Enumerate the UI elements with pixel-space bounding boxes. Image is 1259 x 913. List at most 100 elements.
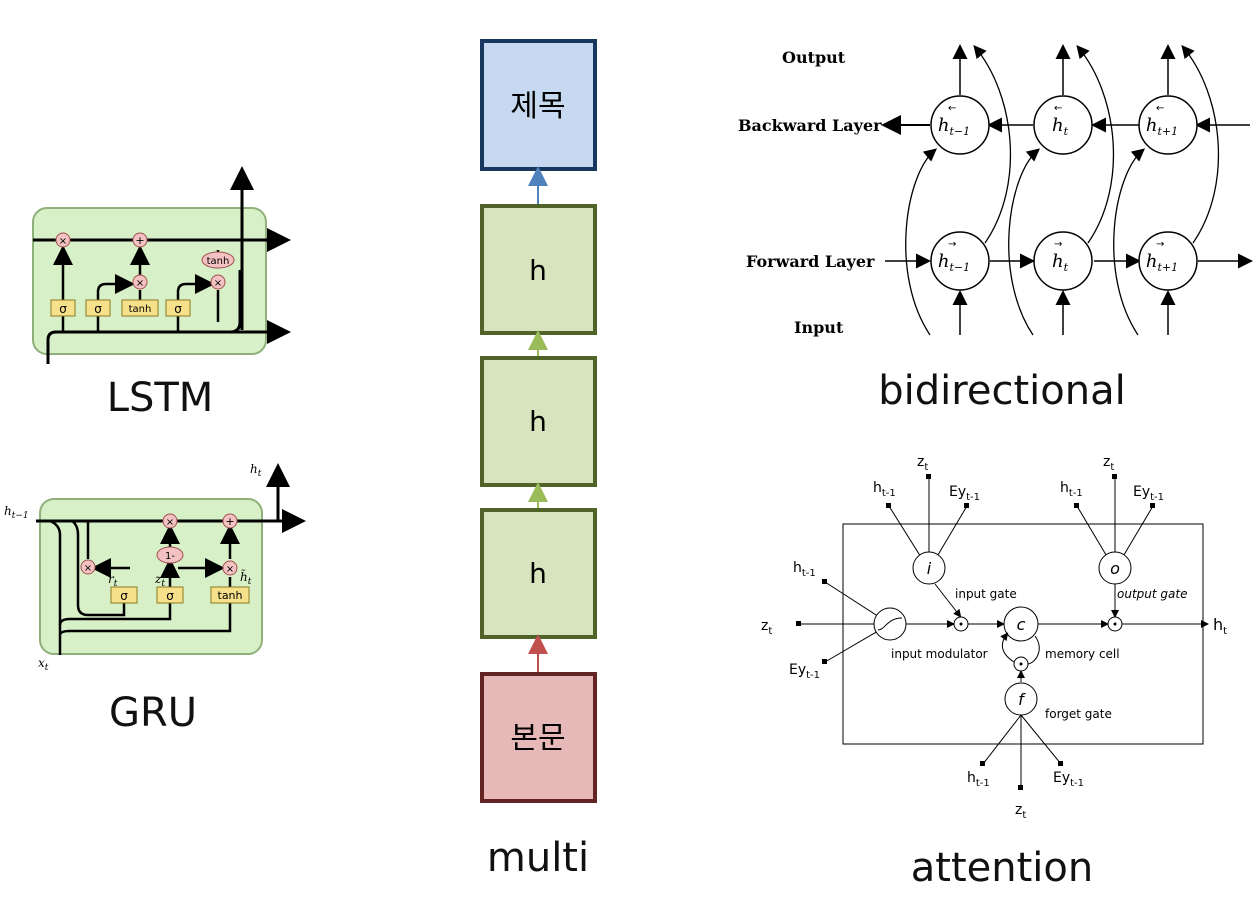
bi-forward-node-2: ht → <box>1033 231 1093 291</box>
gru-one-minus-node: 1- <box>156 546 184 564</box>
gru-r-label: rt <box>108 572 118 589</box>
svg-text:o: o <box>1110 559 1120 578</box>
multi-hidden-box-2: h <box>480 356 597 487</box>
svg-text:×: × <box>136 278 144 289</box>
lstm-output-mult-node: × <box>210 274 226 290</box>
svg-text:σ: σ <box>120 589 128 603</box>
att-f-zt: zt <box>1015 802 1026 821</box>
lstm-gate-forget: σ <box>50 299 76 317</box>
svg-text:ht+1: ht+1 <box>1146 115 1178 138</box>
svg-text:f: f <box>1018 690 1026 709</box>
att-modulator-node <box>873 607 907 641</box>
bi-forward-node-3: ht+1 → <box>1138 231 1198 291</box>
att-o-node: o <box>1098 551 1132 585</box>
svg-text:σ: σ <box>94 302 102 316</box>
gru-z-label: zt <box>154 572 165 589</box>
svg-text:→: → <box>948 239 956 250</box>
attention-diagram: ht-1 zt Eyt-1 i input gate ht-1 zt Eyt-1… <box>755 448 1255 828</box>
svg-text:tanh: tanh <box>129 304 152 315</box>
svg-text:제목: 제목 <box>510 89 565 124</box>
lstm-input-mult-node: × <box>132 274 148 290</box>
bi-backward-label: Backward Layer <box>738 116 882 135</box>
svg-text:←: ← <box>1054 103 1062 114</box>
svg-text:본문: 본문 <box>510 721 565 756</box>
att-o-zt: zt <box>1103 454 1114 473</box>
att-mod-ey: Eyt-1 <box>789 662 820 681</box>
lstm-cell-box <box>32 207 267 355</box>
gru-hprev-label: ht−1 <box>4 504 29 521</box>
svg-text:ht+1: ht+1 <box>1146 251 1178 274</box>
multi-caption: multi <box>486 835 590 881</box>
bi-input-label: Input <box>794 318 844 337</box>
lstm-caption: LSTM <box>106 375 214 421</box>
att-output-gate-label: output gate <box>1117 587 1187 601</box>
svg-text:1-: 1- <box>165 551 175 562</box>
att-f-node: f <box>1004 682 1038 716</box>
svg-text:i: i <box>927 559 932 578</box>
multi-body-box: 본문 <box>480 672 597 803</box>
gru-update-mult-node: × <box>162 513 178 529</box>
svg-text:←: ← <box>948 103 956 114</box>
gru-reset-mult-node: × <box>80 559 96 575</box>
svg-text:ht−1: ht−1 <box>938 115 970 138</box>
svg-text:σ: σ <box>174 302 182 316</box>
gru-htilde-label: h̃t <box>240 568 252 587</box>
att-mod-zt: zt <box>761 618 772 637</box>
lstm-forget-mult-node: × <box>55 232 71 248</box>
svg-text:c: c <box>1017 615 1026 634</box>
bi-backward-node-1: ht−1 ← <box>930 95 990 155</box>
svg-text:×: × <box>166 517 174 528</box>
att-forget-mult-node <box>1013 656 1029 672</box>
att-input-mult-node <box>953 616 969 632</box>
lstm-plus-node: + <box>132 232 148 248</box>
gru-diagram: ht−1 ht × × + 1- × rt zt h̃t <box>0 455 310 675</box>
att-f-ey: Eyt-1 <box>1053 770 1084 789</box>
bi-output-label: Output <box>782 48 846 67</box>
gru-hout-label: ht <box>250 462 262 479</box>
lstm-diagram: × + × × tanh σ σ tanh σ <box>0 150 310 380</box>
att-i-hprev: ht-1 <box>873 480 896 499</box>
att-o-hprev: ht-1 <box>1060 480 1083 499</box>
svg-text:×: × <box>59 236 67 247</box>
att-f-hprev: ht-1 <box>967 770 990 789</box>
att-input-modulator-label: input modulator <box>891 647 988 661</box>
multi-title-box: 제목 <box>480 39 597 171</box>
multi-hidden-box-1: h <box>480 204 597 335</box>
att-mod-hprev: ht-1 <box>793 560 816 579</box>
att-i-ey: Eyt-1 <box>949 484 980 503</box>
lstm-gate-input: σ <box>85 299 111 317</box>
svg-text:tanh: tanh <box>207 256 230 267</box>
multi-hidden-box-3: h <box>480 508 597 639</box>
gru-x-label: xt <box>38 656 49 673</box>
svg-text:→: → <box>1054 239 1062 250</box>
att-output-mult-node <box>1107 616 1123 632</box>
svg-text:ht: ht <box>1052 115 1069 138</box>
svg-text:σ: σ <box>59 302 67 316</box>
att-memory-cell-label: memory cell <box>1045 647 1120 661</box>
lstm-gate-output: σ <box>165 299 191 317</box>
svg-text:ht−1: ht−1 <box>938 251 970 274</box>
svg-text:+: + <box>135 234 144 247</box>
att-ht-label: ht <box>1213 615 1227 637</box>
svg-text:×: × <box>84 563 92 574</box>
gru-gate-tanh: tanh <box>210 586 250 604</box>
svg-text:→: → <box>1156 239 1164 250</box>
bi-forward-label: Forward Layer <box>746 252 875 271</box>
lstm-gate-tanh: tanh <box>121 299 159 317</box>
att-input-gate-label: input gate <box>955 587 1017 601</box>
bi-backward-node-2: ht ← <box>1033 95 1093 155</box>
att-c-node: c <box>1003 606 1039 642</box>
gru-htilde-mult-node: × <box>222 560 238 576</box>
att-o-ey: Eyt-1 <box>1133 484 1164 503</box>
attention-caption: attention <box>910 845 1094 891</box>
gru-gate-reset: σ <box>110 586 138 604</box>
gru-plus-node: + <box>222 513 238 529</box>
svg-text:tanh: tanh <box>218 589 243 602</box>
svg-text:×: × <box>226 564 234 575</box>
lstm-tanh-node: tanh <box>201 251 235 269</box>
bi-forward-node-1: ht−1 → <box>930 231 990 291</box>
att-i-node: i <box>912 551 946 585</box>
svg-text:+: + <box>225 515 234 528</box>
att-outer-box <box>842 523 1204 745</box>
att-forget-gate-label: forget gate <box>1045 707 1112 721</box>
